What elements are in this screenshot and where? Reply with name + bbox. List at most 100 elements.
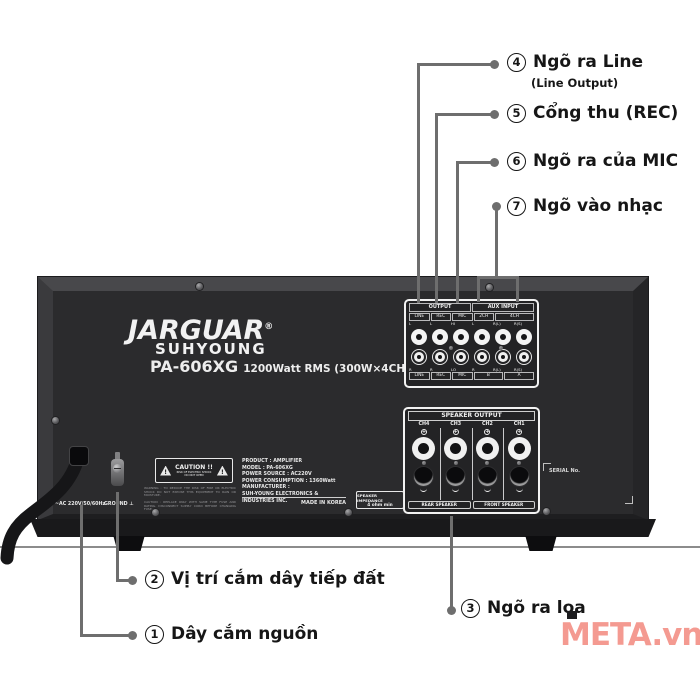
- callout-label-6: Ngõ ra của MIC: [533, 151, 679, 171]
- speaker-jack-positive[interactable]: [475, 436, 499, 460]
- leader-dot-4: [490, 60, 499, 69]
- speaker-jack-positive[interactable]: [444, 436, 468, 460]
- panel-screw: [152, 509, 159, 516]
- leader-dot-3: [447, 606, 456, 615]
- io-col-bottom-labels: LINE REC MIC B A: [409, 372, 534, 380]
- column-divider: [503, 428, 505, 500]
- front-speaker-label: FRONT SPEAKER: [472, 501, 535, 509]
- rca-jack[interactable]: [494, 328, 511, 345]
- sub-label: R(L): [493, 367, 501, 372]
- channel-label: CH4: [418, 422, 430, 427]
- rca-jack[interactable]: [515, 348, 532, 365]
- leader-bracket-7: [477, 276, 480, 302]
- spec-divider: [242, 497, 346, 498]
- brand-logo: JARGUAR®: [128, 315, 274, 346]
- col-label: A: [504, 372, 534, 380]
- rca-jack[interactable]: [453, 348, 470, 365]
- panel-mini-screw: [499, 346, 503, 350]
- panel-mini-screw: [453, 461, 458, 465]
- ac-voltage-label: ~AC 220V/50/60Hz: [55, 502, 106, 507]
- leader-dot-2: [128, 576, 137, 585]
- callout-4-sub: (Line Output): [531, 76, 619, 90]
- callout-number-6: 6: [507, 151, 526, 171]
- speaker-column: +: [440, 428, 472, 500]
- callout-7: 7 Ngõ vào nhạc: [507, 196, 663, 216]
- cord-grommet: [69, 446, 89, 466]
- callout-number-3: 3: [461, 598, 480, 618]
- speaker-jack-positive[interactable]: [507, 436, 531, 460]
- speaker-jack-negative[interactable]: [509, 466, 529, 486]
- minus-terminal-icon: [420, 487, 428, 492]
- sub-label: R(L): [493, 321, 501, 326]
- callout-number-5: 5: [507, 103, 526, 123]
- sub-label: L: [430, 321, 433, 326]
- panel-screw: [52, 417, 59, 424]
- sub-label: L: [409, 321, 412, 326]
- sub-label: R: [430, 367, 433, 372]
- rca-jack[interactable]: [494, 348, 511, 365]
- leader-dot-6: [490, 158, 499, 167]
- callout-number-4: 4: [507, 52, 526, 72]
- column-divider: [439, 428, 441, 500]
- rca-jack[interactable]: [432, 348, 449, 365]
- leader-bracket-7: [477, 276, 519, 279]
- rca-jack[interactable]: [473, 328, 490, 345]
- speaker-jack-negative[interactable]: [446, 466, 466, 486]
- made-in-korea: MADE IN KOREA: [301, 500, 346, 506]
- plus-terminal-icon: +: [484, 429, 491, 435]
- spec-line: PRODUCT : AMPLIFIER: [242, 459, 303, 464]
- sub-label: HI: [451, 321, 455, 326]
- spec-plate: PRODUCT : AMPLIFIER MODEL : PA-606XG POW…: [242, 459, 346, 505]
- spec-line: POWER SOURCE : AC220V: [242, 472, 312, 478]
- leader-dot-7: [492, 202, 501, 211]
- col-label: B: [473, 372, 504, 380]
- minus-terminal-icon: [515, 487, 523, 492]
- spec-line: POWER CONSUMPTION : 1360Watt: [242, 478, 336, 484]
- leader-line-2: [116, 579, 134, 582]
- rca-jack[interactable]: [515, 328, 532, 345]
- leader-line-1: [80, 505, 83, 637]
- amp-bottom-flange: [30, 519, 656, 537]
- speaker-jack-positive[interactable]: [412, 436, 436, 460]
- rear-speaker-label: REAR SPEAKER: [408, 501, 471, 509]
- serial-label: SERIAL No.: [549, 468, 581, 474]
- speaker-jack-negative[interactable]: [477, 466, 497, 486]
- plus-terminal-icon: +: [420, 429, 427, 435]
- speaker-column: +: [503, 428, 535, 500]
- sub-label: LO: [451, 367, 456, 372]
- panel-mini-screw: [421, 461, 426, 465]
- callout-label-4: Ngõ ra Line: [533, 52, 644, 72]
- ground-screw-slot: [114, 468, 121, 469]
- speaker-output-title: SPEAKER OUTPUT: [408, 411, 535, 421]
- rca-jack[interactable]: [453, 328, 470, 345]
- io-section-headers: OUTPUT AUX INPUT: [409, 303, 534, 312]
- baseline-rule: [0, 546, 700, 548]
- sub-label: R: [409, 367, 412, 372]
- rca-jack[interactable]: [411, 328, 428, 345]
- brand-sub: SUHYOUNG: [155, 340, 267, 358]
- leader-line-5: [435, 113, 438, 303]
- leader-line-7: [495, 209, 498, 278]
- minus-terminal-icon: [483, 487, 491, 492]
- callout-number-1: 1: [145, 624, 164, 644]
- io-top-sub-labels: L L HI L R(L) R(S): [409, 321, 534, 326]
- serial-bracket: [625, 496, 633, 504]
- col-label: MIC: [452, 372, 473, 380]
- rca-jack[interactable]: [432, 328, 449, 345]
- watermark-logo: META.vn: [560, 617, 700, 653]
- rca-jack[interactable]: [473, 348, 490, 365]
- ground-terminal[interactable]: [110, 452, 125, 494]
- impedance-line1: SPEAKER IMPEDANCE: [357, 492, 383, 503]
- leader-bracket-7: [516, 276, 519, 302]
- caution-fine-print: CAUTION : REPLACE ONLY WITH SAME TYPE FU…: [144, 500, 236, 512]
- rca-jack[interactable]: [411, 348, 428, 365]
- leader-dot-1: [128, 631, 137, 640]
- ground-tab: [115, 452, 120, 461]
- speaker-jack-negative[interactable]: [414, 466, 434, 486]
- col-label: 2CH: [473, 313, 494, 321]
- caution-text: CAUTION !! RISK OF ELECTRIC SHOCK DO NOT…: [175, 464, 213, 478]
- amp-rear-panel: [38, 277, 648, 520]
- aux-input-section-label: AUX INPUT: [472, 303, 534, 312]
- leader-line-3: [450, 516, 453, 611]
- column-divider: [471, 428, 473, 500]
